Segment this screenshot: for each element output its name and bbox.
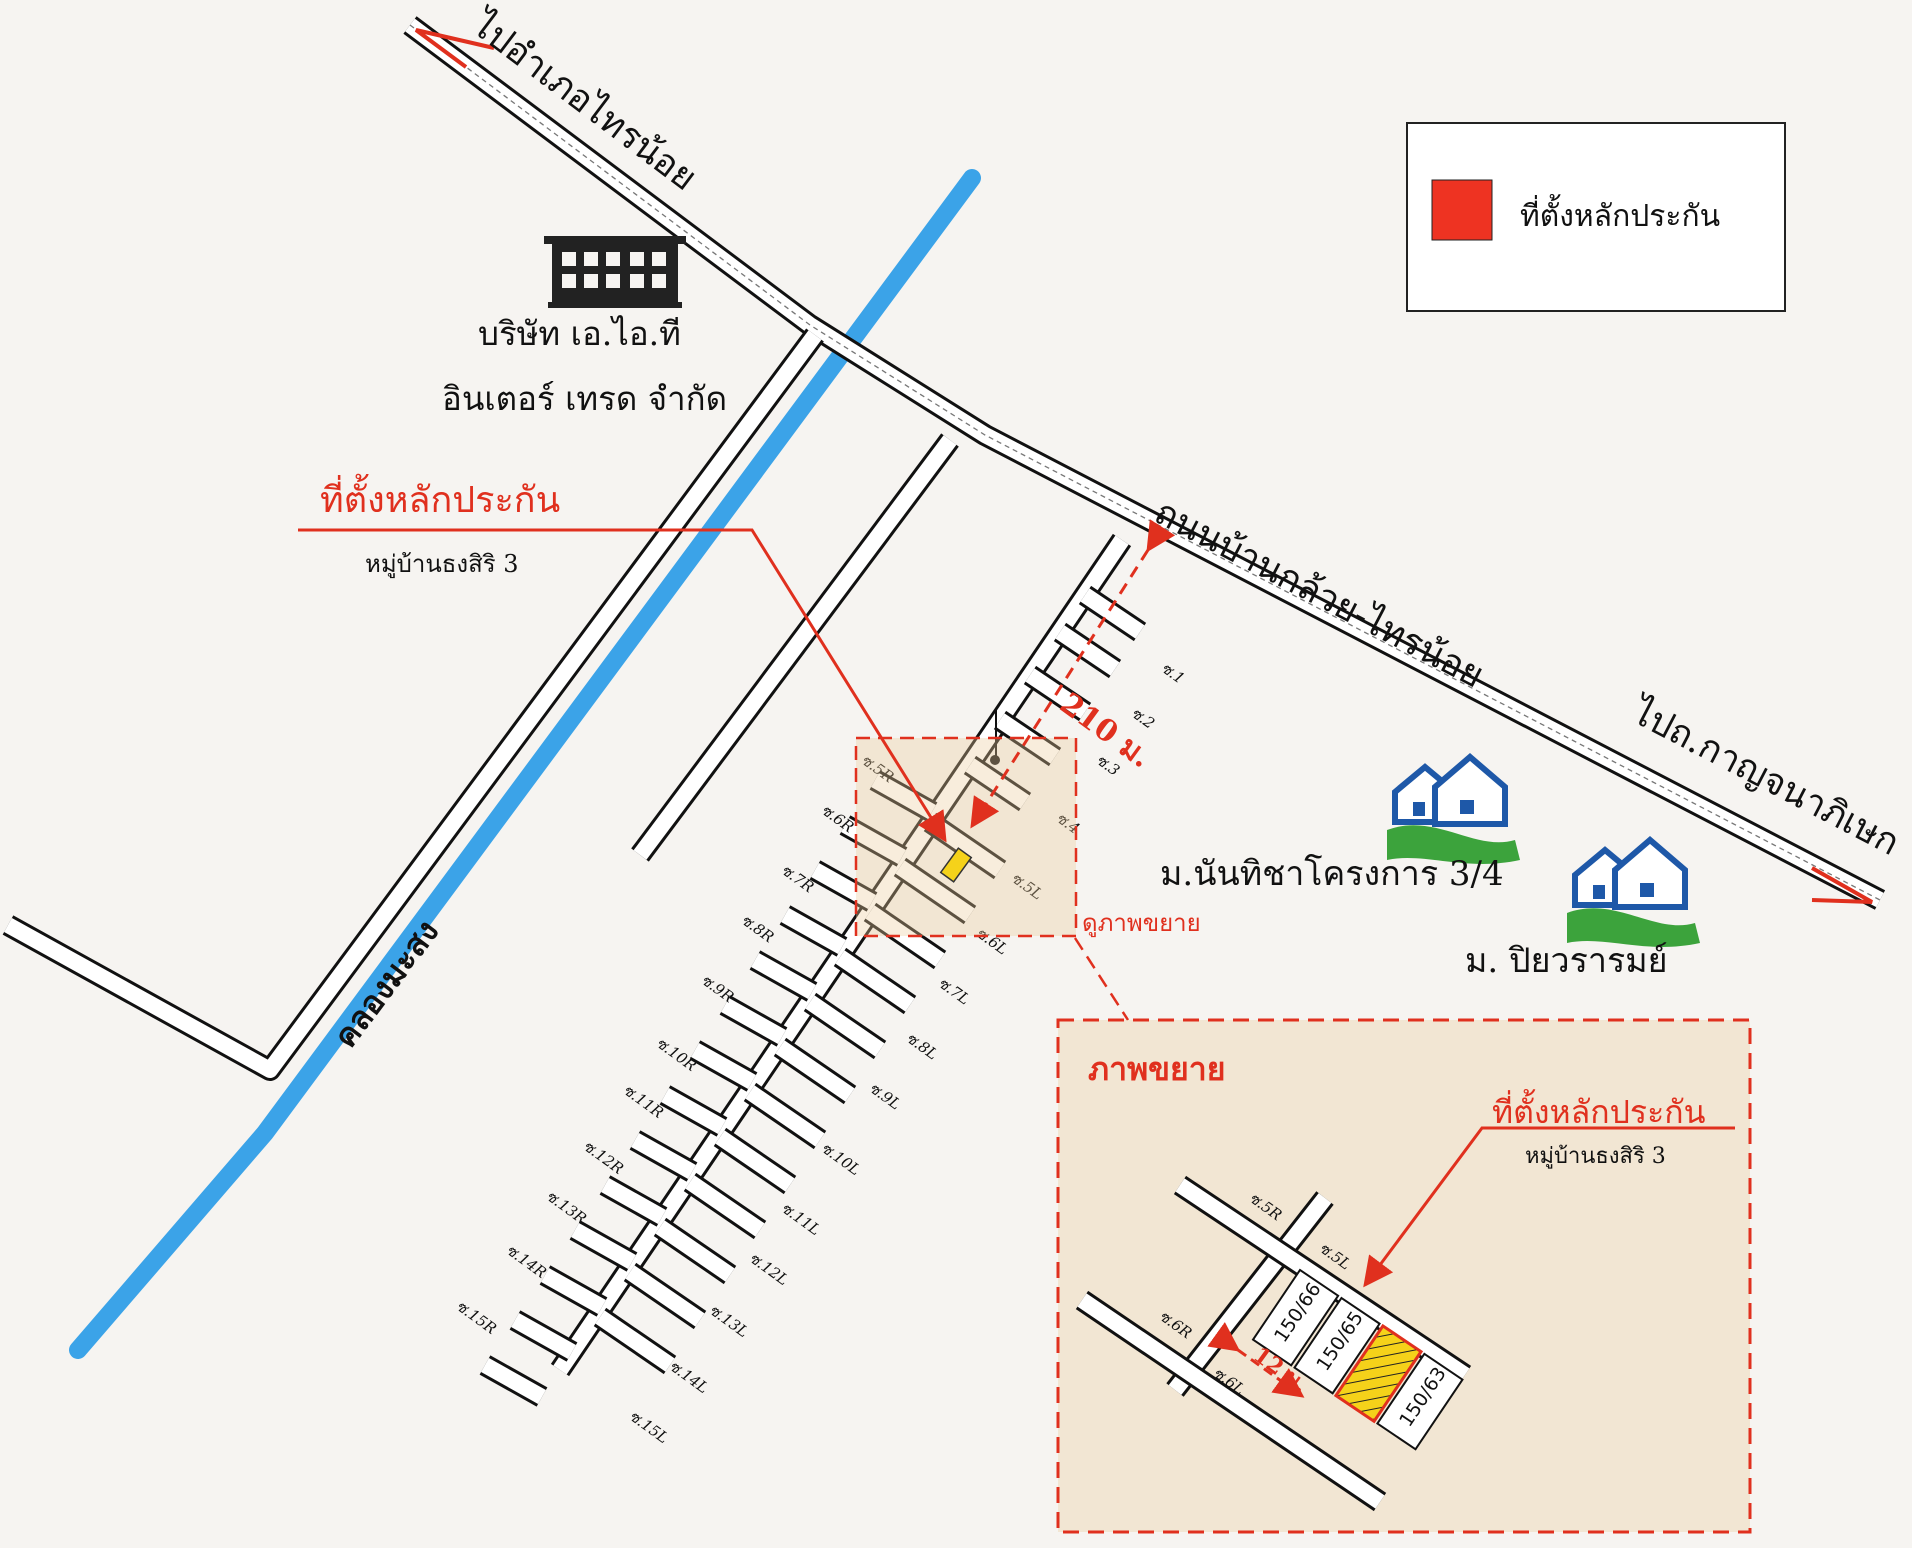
inset-callout-line xyxy=(1363,1126,1735,1288)
soi-label: ซ.13L xyxy=(706,1301,752,1341)
plot-150-65 xyxy=(1293,1296,1381,1395)
collateral-plot xyxy=(1333,1323,1424,1424)
soi-label: ซ.12R xyxy=(580,1137,627,1178)
plot-150-63 xyxy=(1375,1352,1464,1451)
enlarge-link[interactable]: ดูภาพขยาย xyxy=(1082,909,1201,938)
inset-panel: ภาพขยาย 150/66 150/65 150/63 ซ.5R ซ.5L ซ… xyxy=(1056,1018,1752,1534)
collateral-callout-line xyxy=(298,528,947,843)
soi-label: ซ.1 xyxy=(1158,659,1188,688)
soi-label: ซ.14L xyxy=(666,1357,712,1397)
inset-collateral-subtitle: หมู่บ้านธงสิริ 3 xyxy=(1525,1144,1666,1169)
main-road xyxy=(403,16,1886,910)
company-line2: อินเตอร์ เทรด จำกัด xyxy=(442,379,727,418)
enlarge-highlight-box xyxy=(854,736,1078,938)
parallel-road xyxy=(631,433,959,862)
soi-label: ซ.15R xyxy=(453,1297,500,1338)
canal xyxy=(69,169,981,1359)
soi-label: ซ.13R xyxy=(543,1187,590,1228)
village-trunk-road xyxy=(550,533,1132,1377)
houses-icon xyxy=(1387,753,1520,864)
legend-swatch xyxy=(1431,179,1493,241)
arrow-to-kanchana xyxy=(1811,866,1873,904)
soi-label: ซ.12L xyxy=(746,1249,792,1289)
inset-collateral-title: ที่ตั้งหลักประกัน xyxy=(1492,1089,1706,1131)
soi-label: ซ.8R xyxy=(738,911,778,947)
soi-label: ซ.7L xyxy=(935,974,973,1009)
west-road xyxy=(2,328,824,1081)
legend-label: ที่ตั้งหลักประกัน xyxy=(1520,194,1720,234)
arrow-to-sainoi xyxy=(414,28,495,69)
soi-label: ซ.7R xyxy=(778,861,818,897)
soi-label: ซ.14R xyxy=(503,1241,550,1282)
soi-label: ซ.10R xyxy=(653,1034,700,1075)
soi-label: ซ.8L xyxy=(903,1029,941,1064)
village-piyawaram-label: ม. ปิยวรารมย์ xyxy=(1465,941,1668,981)
village-nanthicha-label: ม.นันทิชาโครงการ 3/4 xyxy=(1160,854,1504,894)
enlarge-connector xyxy=(1073,937,1130,1021)
main-road-label: ถนนบ้านกล้วย-ไทรน้อย xyxy=(1148,491,1491,697)
company-line1: บริษัท เอ.ไอ.ที xyxy=(478,314,681,353)
soi-label: ซ.10L xyxy=(818,1139,864,1179)
inset-roads xyxy=(1075,1175,1472,1512)
collateral-title: ที่ตั้งหลักประกัน xyxy=(320,473,560,521)
inset-title: ภาพขยาย xyxy=(1088,1050,1226,1088)
distance-line xyxy=(970,519,1176,829)
houses-icon xyxy=(1567,836,1700,947)
collateral-subtitle: หมู่บ้านธงสิริ 3 xyxy=(365,550,519,579)
collateral-plot-small xyxy=(939,847,973,883)
soi-label: ซ.15L xyxy=(626,1407,672,1447)
building-icon xyxy=(544,236,686,308)
soi-label: ซ.11L xyxy=(778,1199,824,1239)
soi-label: ซ.9L xyxy=(866,1079,904,1114)
width-dimension xyxy=(1207,1322,1305,1398)
soi-label: ซ.11R xyxy=(620,1081,667,1122)
